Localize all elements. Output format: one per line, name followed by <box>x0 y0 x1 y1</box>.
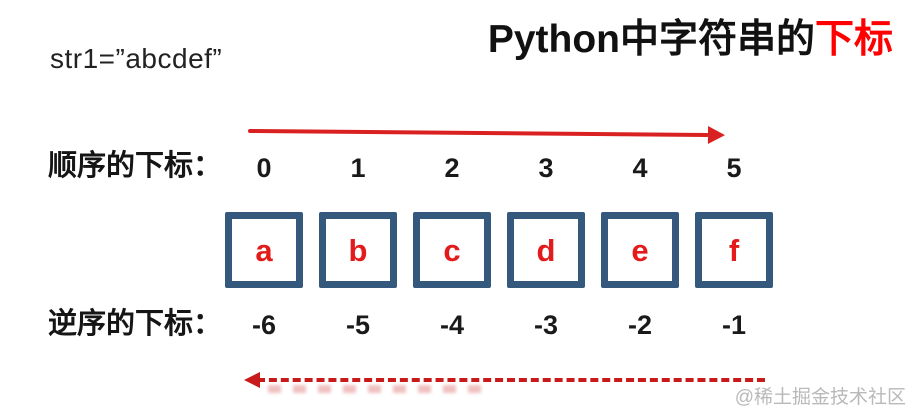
forward-arrow-icon <box>247 122 726 145</box>
char-letter: c <box>443 232 461 268</box>
char-box-3: d <box>507 212 585 288</box>
forward-index-5: 5 <box>726 153 742 183</box>
compression-artifact <box>268 385 486 393</box>
code-text: str1=”abcdef” <box>50 43 223 74</box>
left-arrowhead-icon <box>244 372 260 388</box>
forward-index-2: 2 <box>444 153 460 183</box>
char-letter: e <box>631 232 649 268</box>
right-arrowhead-icon <box>707 126 726 145</box>
page-title-highlight: 下标 <box>814 18 893 61</box>
char-letter: d <box>536 232 556 268</box>
reverse-index-4: -2 <box>627 310 652 340</box>
forward-index-label: 顺序的下标： <box>48 150 223 182</box>
reverse-index-2: -4 <box>439 310 464 340</box>
reverse-index-5: -1 <box>721 310 746 340</box>
reverse-index-0: -6 <box>251 310 276 340</box>
reverse-index-1: -5 <box>345 310 370 340</box>
forward-index-row: 0 1 2 3 4 5 <box>225 151 785 185</box>
reverse-index-row: -6 -5 -4 -3 -2 -1 <box>225 308 785 342</box>
char-box-0: a <box>225 212 303 288</box>
reverse-index-label: 逆序的下标： <box>48 308 223 340</box>
char-letter: a <box>255 232 273 268</box>
char-box-4: e <box>601 212 679 288</box>
page-title: Python中字符串的下标 <box>488 18 893 62</box>
forward-index-4: 4 <box>632 153 648 183</box>
page-title-prefix: Python中字符串的 <box>487 18 815 61</box>
reverse-index-3: -3 <box>533 310 558 340</box>
forward-index-3: 3 <box>538 153 554 183</box>
char-box-5: f <box>695 212 773 288</box>
reverse-arrow-icon <box>244 372 765 393</box>
char-box-2: c <box>413 212 491 288</box>
dashed-arrow-shaft <box>257 378 765 382</box>
char-letter: f <box>728 232 740 268</box>
arrow-shaft <box>247 129 709 138</box>
char-box-1: b <box>319 212 397 288</box>
forward-index-0: 0 <box>256 153 272 183</box>
watermark: @稀土掘金技术社区 <box>734 387 906 408</box>
char-letter: b <box>348 232 368 268</box>
forward-index-1: 1 <box>350 153 366 183</box>
char-box-row: a b c d e f <box>225 212 773 288</box>
